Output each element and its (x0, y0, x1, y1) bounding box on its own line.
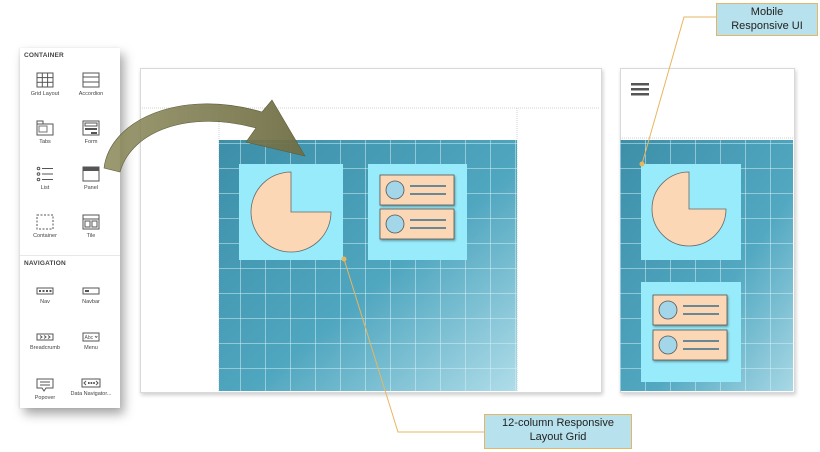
tool-nav[interactable]: Nav (20, 286, 70, 305)
tool-label: Grid Layout (30, 91, 60, 97)
card-item (379, 208, 455, 240)
tool-form[interactable]: Form (66, 120, 116, 145)
grid-callout-anchor (341, 256, 347, 262)
tool-panel[interactable]: Panel (66, 166, 116, 191)
section-title-navigation: NAVIGATION (24, 260, 66, 267)
list-icon (36, 166, 53, 182)
card-item (652, 329, 728, 361)
tool-label: Nav (40, 299, 50, 305)
tool-label: Tile (86, 233, 96, 239)
tool-label: Menu (84, 345, 98, 351)
pie-chart-icon (250, 171, 332, 253)
form-icon (82, 120, 100, 136)
menu-icon: Abc (82, 332, 100, 342)
tool-label: Accordion (78, 91, 104, 97)
tool-label: Panel (83, 185, 99, 191)
tool-tabs[interactable]: Tabs (20, 120, 70, 145)
mobile-responsive-callout: Mobile Responsive UI (716, 3, 818, 36)
layout-grid-callout: 12-column Responsive Layout Grid (484, 414, 632, 449)
desktop-canvas (140, 107, 600, 391)
tool-navbar[interactable]: Navbar (66, 286, 116, 305)
tile-icon (82, 214, 100, 230)
data-navigator-icon (81, 378, 101, 388)
popover-icon (36, 378, 54, 392)
tool-label: Data Navigator... (70, 391, 112, 397)
tool-label: Form (84, 139, 98, 145)
tool-container[interactable]: Container (20, 214, 70, 239)
grid-layout-icon (36, 72, 54, 88)
tool-label: Navbar (82, 299, 100, 305)
section-title-container: CONTAINER (24, 52, 64, 59)
menu-icon-text: Abc (85, 335, 94, 341)
grid-callout-leader (343, 258, 484, 433)
tool-accordion[interactable]: Accordion (66, 72, 116, 97)
tabs-icon (36, 120, 54, 136)
toolbox-panel: CONTAINER Grid Layout Accordion Tabs (20, 48, 120, 408)
breadcrumb-icon (36, 333, 54, 341)
navbar-icon (82, 287, 100, 295)
tool-grid-layout[interactable]: Grid Layout (20, 72, 70, 97)
pie-chart-icon (651, 171, 727, 247)
tool-label: Tabs (39, 139, 51, 145)
accordion-icon (82, 72, 100, 88)
nav-icon (36, 287, 54, 295)
tool-label: List (40, 185, 50, 191)
tool-data-navigator[interactable]: Data Navigator... (66, 378, 116, 397)
container-icon (36, 214, 54, 230)
tool-list[interactable]: List (20, 166, 70, 191)
drag-arrow (103, 99, 306, 173)
panel-icon (82, 166, 100, 182)
tool-label: Breadcrumb (30, 345, 60, 351)
tool-menu[interactable]: Abc Menu (66, 332, 116, 351)
hamburger-menu-icon[interactable] (631, 83, 649, 96)
tool-tile[interactable]: Tile (66, 214, 116, 239)
tool-breadcrumb[interactable]: Breadcrumb (20, 332, 70, 351)
mobile-callout-leader (641, 16, 717, 165)
card-item (652, 294, 728, 326)
mobile-canvas (620, 83, 793, 391)
card-item (379, 174, 455, 206)
section-divider (20, 255, 120, 256)
mobile-callout-anchor (639, 161, 645, 167)
tool-popover[interactable]: Popover (20, 378, 70, 401)
tool-label: Popover (34, 395, 56, 401)
tool-label: Container (33, 233, 57, 239)
